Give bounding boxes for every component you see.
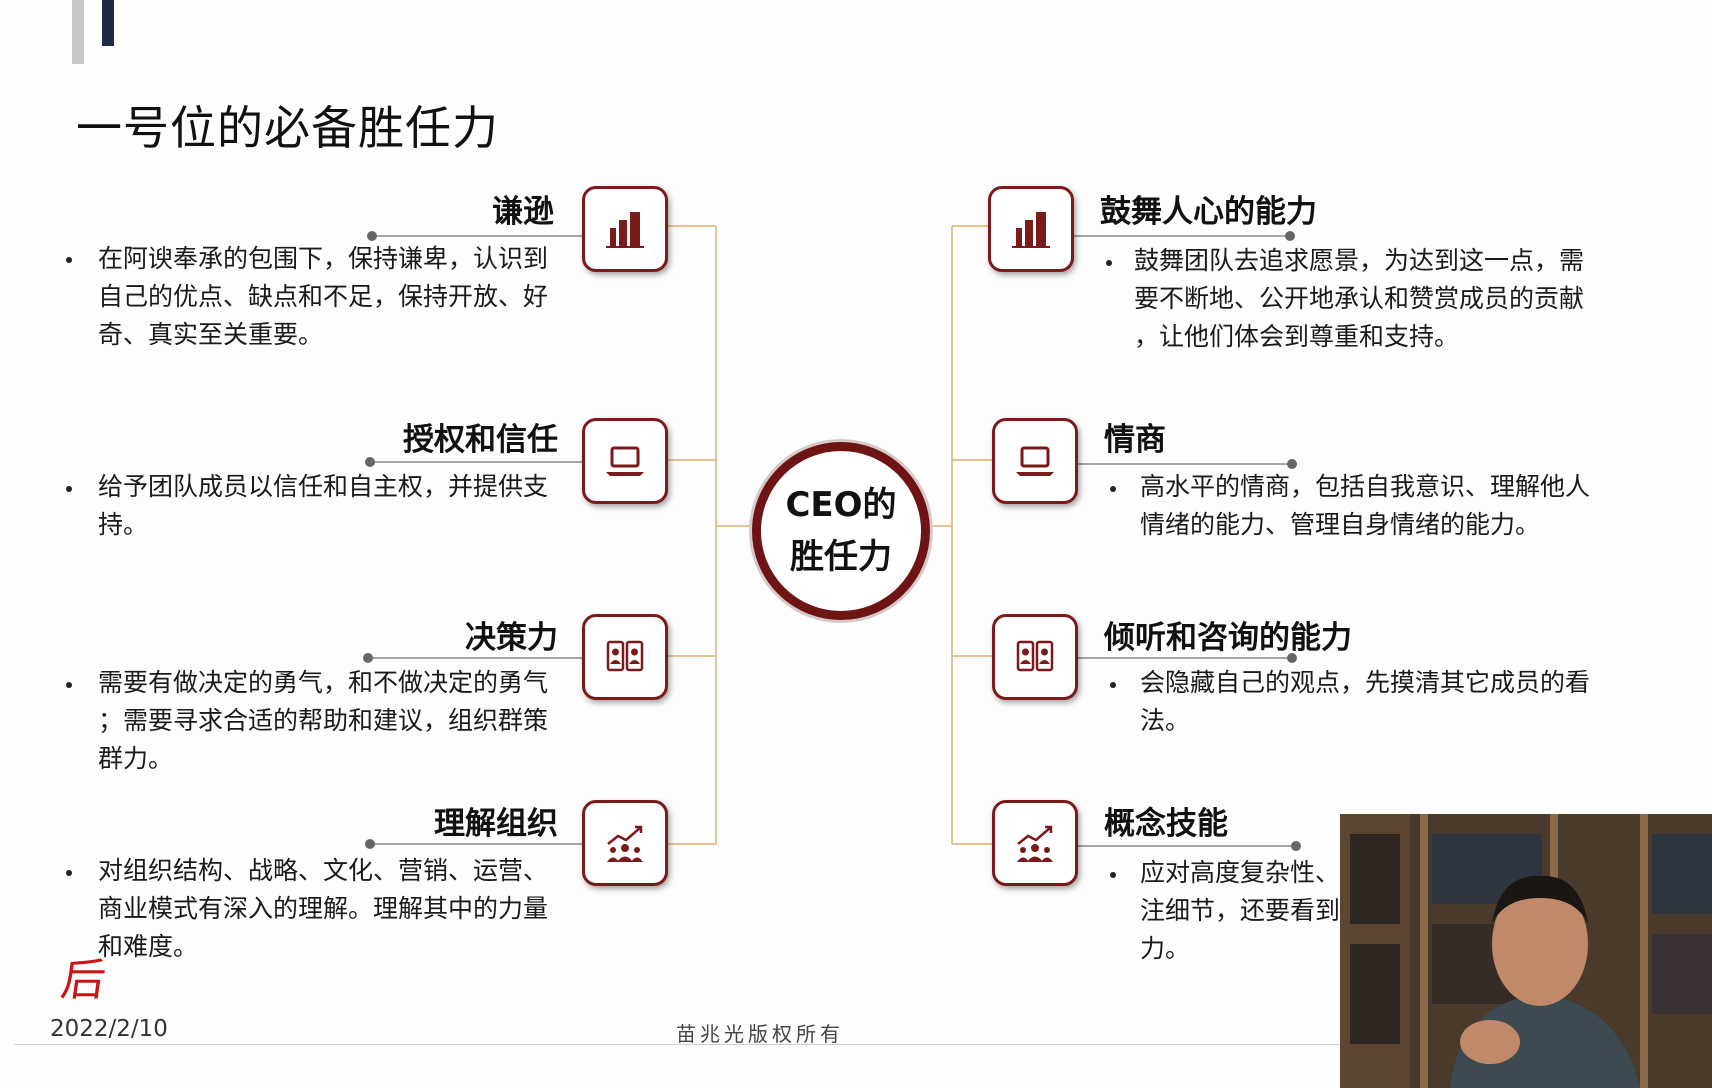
right-item-2-text: 高水平的情商，包括自我意识、理解他人 情绪的能力、管理自身情绪的能力。 (1140, 468, 1620, 544)
people-cards-icon (606, 640, 644, 672)
right-item-3-heading: 倾听和咨询的能力 (1104, 620, 1352, 656)
people-cards-icon (1016, 640, 1054, 672)
presenter-video-overlay (1340, 814, 1712, 1088)
left-item-2-text: 给予团队成员以信任和自主权，并提供支 持。 (98, 468, 568, 544)
footer-copyright: 苗兆光版权所有 (676, 1022, 844, 1046)
right-item-4-icon-box (992, 800, 1078, 886)
center-label-line2: 胜任力 (790, 537, 892, 577)
footer-divider (14, 1044, 1344, 1045)
left-item-2-icon-box (582, 418, 668, 504)
left-item-2-heading: 授权和信任 (403, 422, 558, 458)
building-chart-icon (1012, 212, 1050, 248)
right-item-1-heading: 鼓舞人心的能力 (1100, 194, 1317, 230)
left-item-3-icon-box (582, 614, 668, 700)
left-item-2-bullet-dot (66, 486, 72, 492)
left-item-1-icon-box (582, 186, 668, 272)
right-item-4-bullet-dot (1110, 872, 1116, 878)
right-item-4-heading: 概念技能 (1104, 806, 1228, 842)
team-growth-icon (1017, 825, 1053, 862)
building-chart-icon (606, 212, 644, 248)
left-item-3-text: 需要有做决定的勇气，和不做决定的勇气 ；需要寻求合适的帮助和建议，组织群策 群力… (98, 664, 568, 778)
center-ceo-circle: CEO的 胜任力 (752, 442, 930, 620)
left-item-3-bullet-dot (66, 682, 72, 688)
left-item-2-line1: 给予团队成员以信任和自主权，并提供支 (98, 472, 549, 501)
right-item-2-line1: 高水平的情商，包括自我意识、理解他人 (1140, 472, 1591, 501)
left-item-3-line2: ；需要寻求合适的帮助和建议，组织群策 (98, 706, 549, 735)
right-item-4-line3: 力。 (1140, 934, 1191, 963)
laptop-icon (606, 446, 644, 476)
left-item-1-line1: 在阿谀奉承的包围下，保持谦卑，认识到 (98, 244, 549, 273)
left-item-1-heading: 谦逊 (492, 194, 554, 230)
right-item-2-heading: 情商 (1104, 422, 1166, 458)
right-item-3-line2: 法。 (1140, 706, 1191, 735)
right-item-2-line2: 情绪的能力、管理自身情绪的能力。 (1140, 510, 1541, 539)
footer-date: 2022/2/10 (50, 1016, 168, 1042)
right-item-1-line2: 要不断地、公开地承认和赞赏成员的贡献 (1134, 284, 1585, 313)
left-item-1-line2: 自己的优点、缺点和不足，保持开放、好 (98, 282, 549, 311)
right-item-3-line1: 会隐藏自己的观点，先摸清其它成员的看 (1140, 668, 1591, 697)
right-item-1-line3: ，让他们体会到尊重和支持。 (1134, 322, 1460, 351)
right-item-1-bullet-dot (1106, 260, 1112, 266)
right-item-1-line1: 鼓舞团队去追求愿景，为达到这一点，需 (1134, 246, 1585, 275)
center-label-line1: CEO的 (785, 485, 897, 525)
left-item-3-heading: 决策力 (465, 620, 558, 656)
laptop-icon (1016, 446, 1054, 476)
left-item-4-bullet-dot (66, 870, 72, 876)
left-item-1-line3: 奇、真实至关重要。 (98, 320, 324, 349)
left-item-3-line1: 需要有做决定的勇气，和不做决定的勇气 (98, 668, 549, 697)
right-item-3-bullet-dot (1110, 682, 1116, 688)
right-item-4-line1: 应对高度复杂性、 (1140, 858, 1341, 887)
left-item-4-heading: 理解组织 (434, 806, 558, 842)
right-item-4-text: 应对高度复杂性、 注细节，还要看到 力。 (1140, 854, 1340, 968)
slide-title: 一号位的必备胜任力 (76, 101, 499, 155)
presenter-video-frame (1340, 814, 1712, 1088)
red-seal-mark: 后 (57, 955, 109, 1006)
team-growth-icon (607, 825, 643, 862)
left-item-2-line2: 持。 (98, 510, 149, 539)
left-item-4-line1: 对组织结构、战略、文化、营销、运营、 (98, 856, 549, 885)
right-item-1-icon-box (988, 186, 1074, 272)
left-item-3-line3: 群力。 (98, 744, 174, 773)
top-accent-bar-navy (102, 0, 114, 46)
left-item-4-text: 对组织结构、战略、文化、营销、运营、 商业模式有深入的理解。理解其中的力量 和难… (98, 852, 568, 966)
right-item-3-text: 会隐藏自己的观点，先摸清其它成员的看 法。 (1140, 664, 1620, 740)
right-item-4-line2: 注细节，还要看到 (1140, 896, 1341, 925)
left-item-1-text: 在阿谀奉承的包围下，保持谦卑，认识到 自己的优点、缺点和不足，保持开放、好 奇、… (98, 240, 568, 354)
left-item-4-icon-box (582, 800, 668, 886)
top-accent-bar-gray (72, 0, 84, 64)
left-item-1-bullet-dot (66, 257, 72, 263)
left-item-4-line3: 和难度。 (98, 932, 199, 961)
right-item-3-icon-box (992, 614, 1078, 700)
right-item-2-bullet-dot (1110, 486, 1116, 492)
right-item-2-icon-box (992, 418, 1078, 504)
right-item-1-text: 鼓舞团队去追求愿景，为达到这一点，需 要不断地、公开地承认和赞赏成员的贡献 ，让… (1134, 242, 1614, 356)
left-item-4-line2: 商业模式有深入的理解。理解其中的力量 (98, 894, 549, 923)
